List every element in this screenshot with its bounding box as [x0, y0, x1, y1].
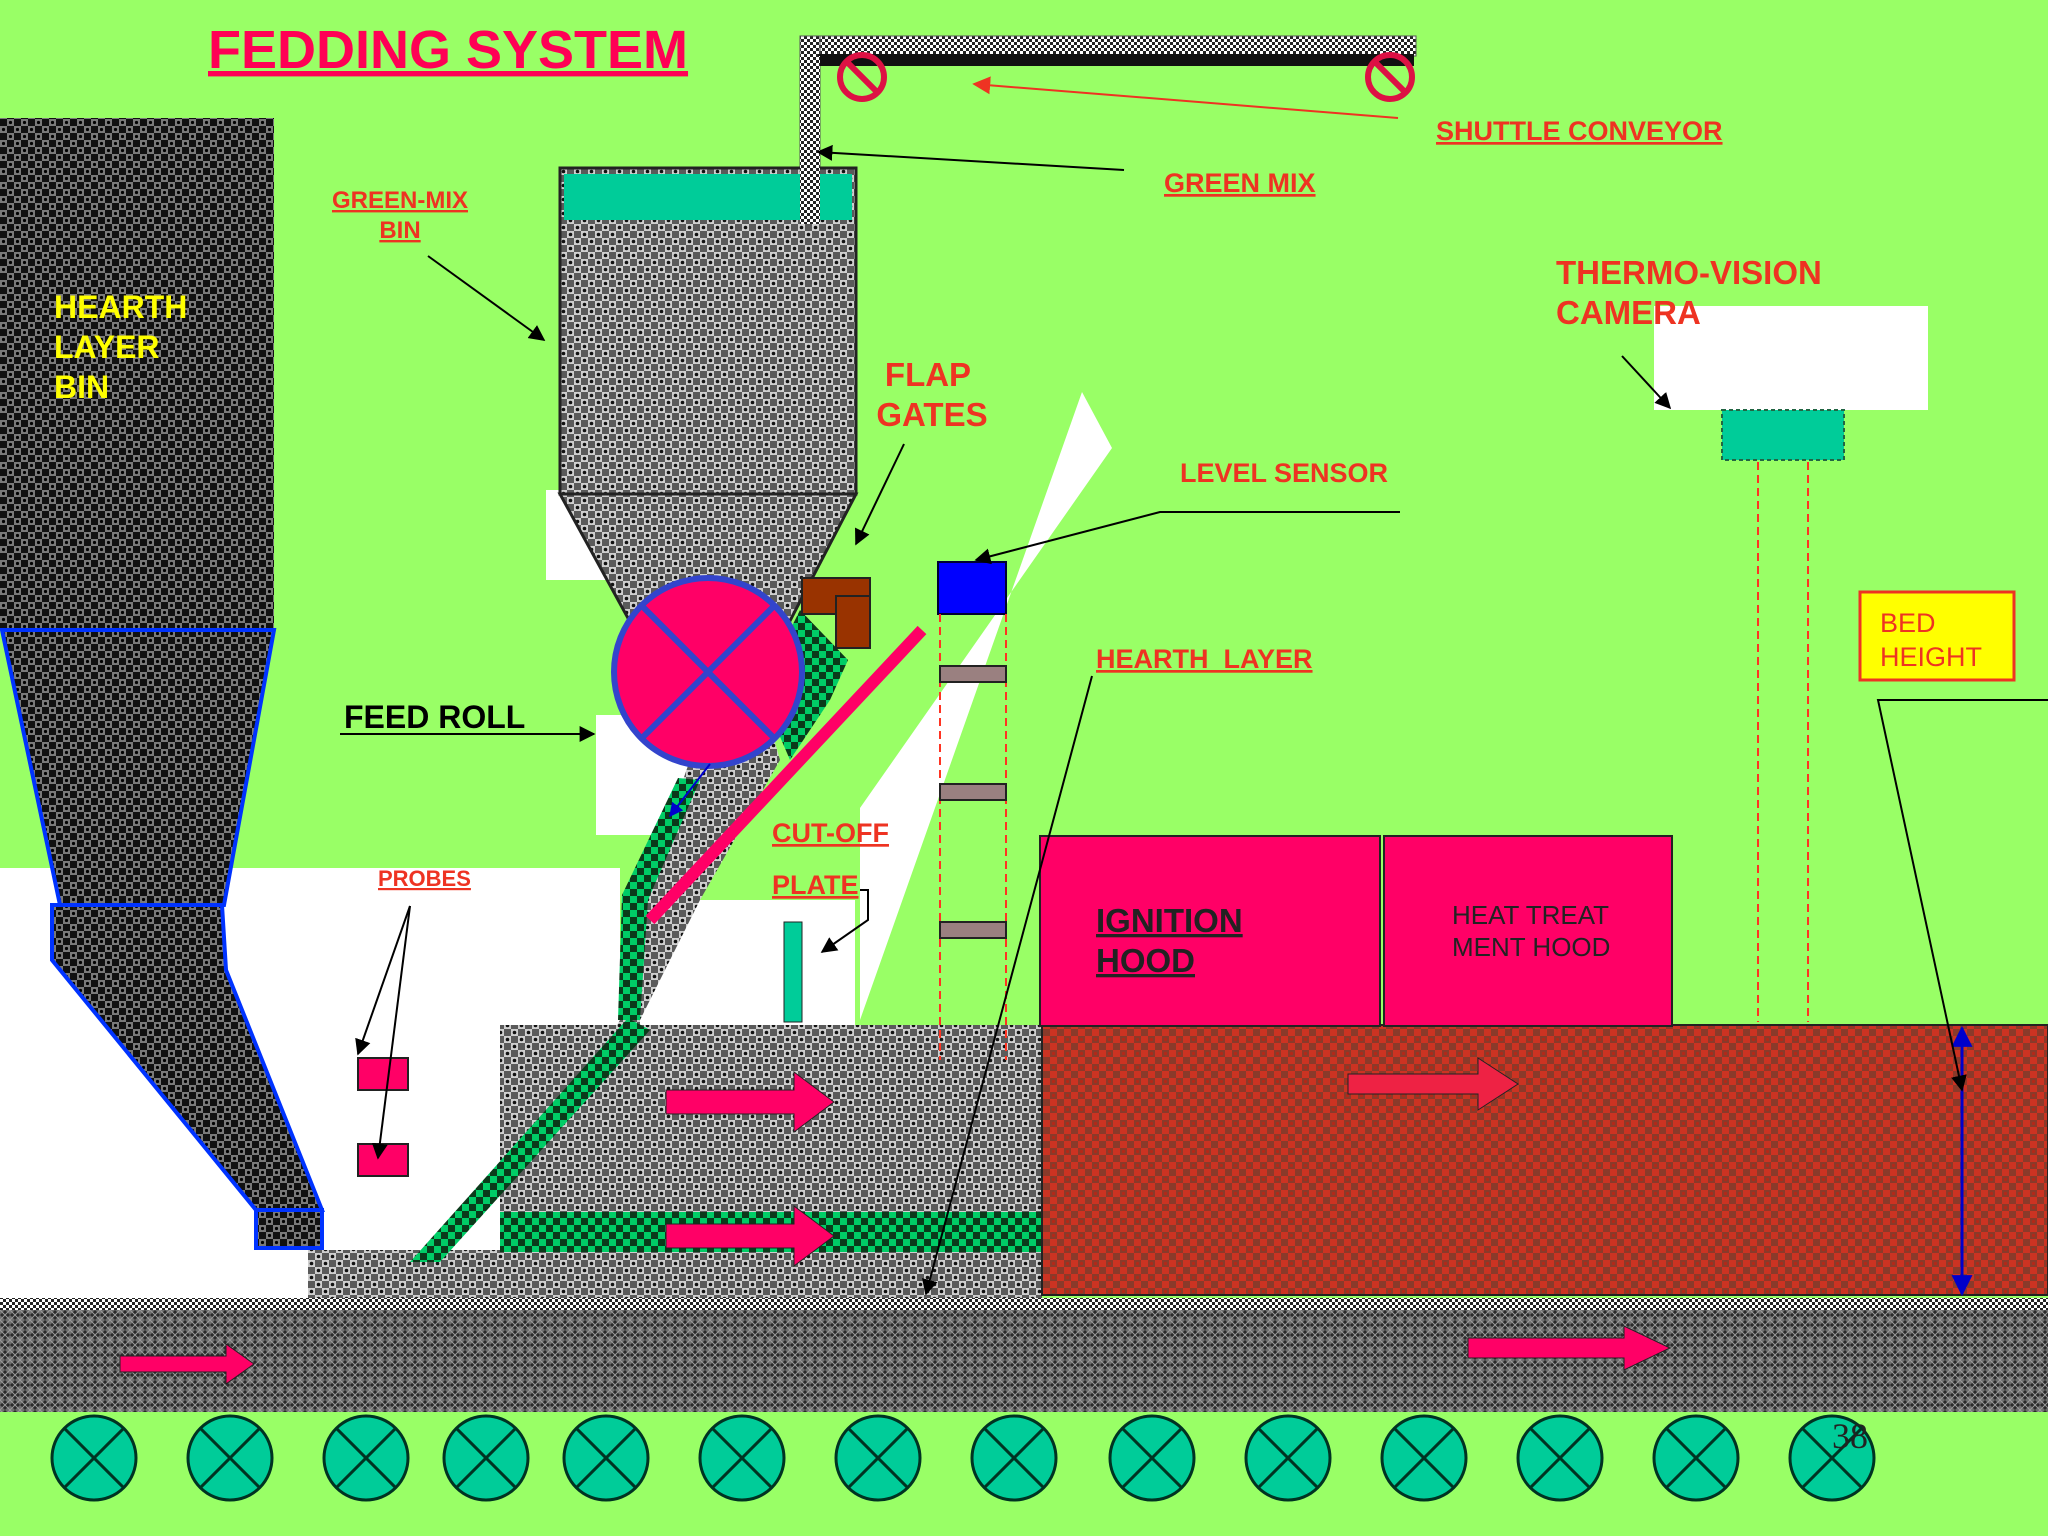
bed-height-label: BED: [1880, 608, 1936, 638]
circled-x-icon: [698, 1414, 786, 1502]
right-arrow-icon: [1467, 1325, 1672, 1371]
circled-x-icon: [1652, 1414, 1740, 1502]
bed-height-label: HEIGHT: [1880, 642, 1982, 672]
thermo-vision-label: CAMERA: [1556, 294, 1701, 331]
right-arrow-icon: [119, 1343, 255, 1385]
hearth-layer-bin: [0, 118, 325, 1250]
hearth-layer-bin-label: HEARTH: [54, 289, 187, 325]
flow-arrows: [119, 1057, 1672, 1385]
heat-treatment-hood: [1383, 835, 1673, 1027]
probes-label: PROBES: [378, 866, 471, 891]
rollers: [50, 1414, 1876, 1502]
material-flow: [308, 610, 1042, 1298]
cut-off-label: CUT-OFF: [772, 818, 889, 848]
ignition-hood-label: HOOD: [1096, 942, 1195, 979]
circled-x-icon: [442, 1414, 530, 1502]
cut-off-plate: [783, 921, 803, 1023]
circled-x-icon: [186, 1414, 274, 1502]
right-arrow-icon: [665, 1071, 835, 1133]
page-number: 38: [1832, 1416, 1868, 1456]
green-mix-bin-label: BIN: [379, 217, 420, 244]
right-arrow-icon: [1347, 1057, 1519, 1111]
circled-x-icon: [562, 1414, 650, 1502]
circled-x-icon: [970, 1414, 1058, 1502]
flap-gates: [801, 577, 871, 649]
thermo-vision-camera: [1654, 306, 1928, 1022]
shuttle-conveyor: [799, 35, 1417, 227]
circled-x-icon: [1788, 1414, 1876, 1502]
page-title: FEDDING SYSTEM: [208, 20, 688, 80]
prohibited-circle-icon: [1365, 52, 1415, 102]
flap-gates-label: FLAP: [885, 356, 971, 393]
deflector-plate: [645, 625, 927, 925]
feed-roll-label: FEED ROLL: [344, 699, 525, 735]
circled-x-icon: [834, 1414, 922, 1502]
heat-treatment-hood-label: HEAT TREAT: [1452, 900, 1609, 930]
pallet-strand: [0, 1298, 2048, 1412]
hearth-layer-label: HEARTH LAYER: [1096, 644, 1313, 674]
level-sensor-label: LEVEL SENSOR: [1180, 458, 1388, 488]
sinter-bed: [1041, 1024, 2048, 1296]
ignition-hood: [1039, 835, 1381, 1027]
level-sensor: [937, 561, 1007, 1060]
circled-x-icon: [1244, 1414, 1332, 1502]
plate-label: PLATE: [772, 870, 859, 900]
feed-roll: [611, 575, 805, 769]
circled-x-icon: [1380, 1414, 1468, 1502]
shuttle-conveyor-label: SHUTTLE CONVEYOR: [1436, 116, 1723, 146]
circled-x-icon: [1108, 1414, 1196, 1502]
bed-height-indicator: [1858, 590, 2016, 1297]
heat-treatment-hood-label: MENT HOOD: [1452, 932, 1610, 962]
hearth-layer-bin-label: LAYER: [54, 329, 160, 365]
right-arrow-icon: [665, 1205, 835, 1267]
circled-x-icon: [322, 1414, 410, 1502]
prohibited-circle-icon: [837, 52, 887, 102]
thermo-vision-label: THERMO-VISION: [1556, 254, 1822, 291]
leader-lines: [340, 76, 2048, 1296]
green-mix-label: GREEN MIX: [1164, 168, 1316, 198]
text-labels: FEDDING SYSTEM SHUTTLE CONVEYOR GREEN MI…: [54, 20, 1982, 1456]
probes: [357, 1057, 409, 1177]
flap-gates-label: GATES: [876, 396, 987, 433]
green-mix-bin-label: GREEN-MIX: [332, 187, 468, 214]
circled-x-icon: [50, 1414, 138, 1502]
hearth-layer-bin-label: BIN: [54, 369, 109, 405]
green-mix-bin: [557, 56, 859, 642]
ignition-hood-label: IGNITION: [1096, 902, 1243, 939]
circled-x-icon: [1516, 1414, 1604, 1502]
